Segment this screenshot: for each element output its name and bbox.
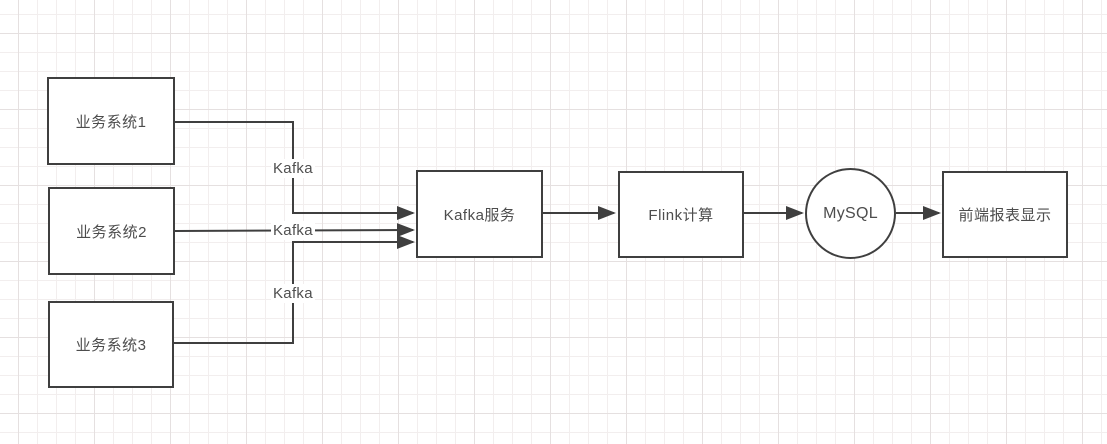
node-business-system-3[interactable]: 业务系统3 bbox=[48, 301, 174, 388]
node-label: 业务系统3 bbox=[75, 337, 147, 354]
node-business-system-2[interactable]: 业务系统2 bbox=[48, 187, 175, 275]
node-label: 业务系统2 bbox=[76, 223, 147, 241]
edge-label-kafka-3: Kafka bbox=[271, 284, 315, 303]
node-label: 前端报表显示 bbox=[958, 207, 1052, 224]
node-label: Kafka服务 bbox=[443, 206, 516, 224]
edge-label-kafka-2: Kafka bbox=[271, 221, 315, 240]
node-label: MySQL bbox=[823, 204, 878, 222]
node-mysql-database[interactable]: MySQL bbox=[805, 168, 896, 259]
node-frontend-report[interactable]: 前端报表显示 bbox=[942, 171, 1068, 258]
node-label: Flink计算 bbox=[648, 207, 714, 224]
node-business-system-1[interactable]: 业务系统1 bbox=[47, 77, 175, 165]
node-label: 业务系统1 bbox=[75, 113, 147, 131]
edge-label-kafka-1: Kafka bbox=[271, 159, 315, 178]
node-kafka-service[interactable]: Kafka服务 bbox=[416, 170, 543, 258]
node-flink-compute[interactable]: Flink计算 bbox=[618, 171, 744, 258]
